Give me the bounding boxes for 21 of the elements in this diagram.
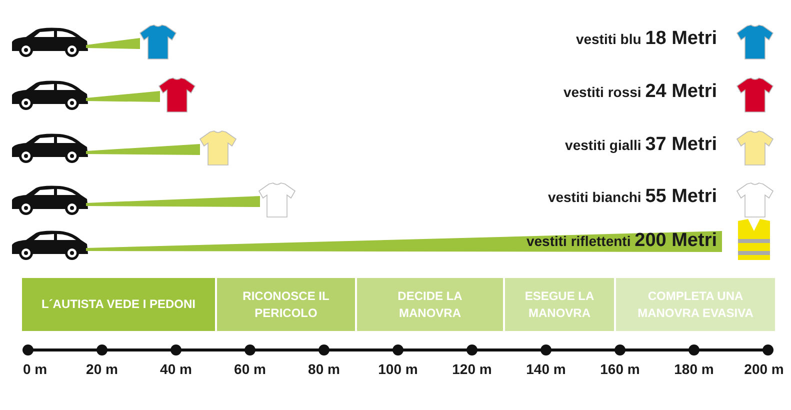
axis-tick-label: 120 m — [452, 361, 492, 377]
axis-tick-label: 180 m — [674, 361, 714, 377]
distance-label: vestiti blu 18 Metri — [576, 28, 717, 50]
phase-band: COMPLETA UNA MANOVRA EVASIVA — [616, 278, 775, 331]
distance-label: vestiti gialli 37 Metri — [565, 134, 717, 156]
axis-tick-label: 140 m — [526, 361, 566, 377]
axis-tick-label: 100 m — [378, 361, 418, 377]
distance-label: vestiti bianchi 55 Metri — [548, 186, 717, 208]
axis-tick-label: 0 m — [23, 361, 48, 377]
axis-tick-label: 20 m — [86, 361, 118, 377]
axis-tick-label: 40 m — [160, 361, 192, 377]
phase-band: L´AUTISTA VEDE I PEDONI — [22, 278, 215, 331]
distance-label: vestiti riflettenti 200 Metri — [526, 230, 717, 252]
axis-tick-label: 80 m — [308, 361, 340, 377]
axis-tick-label: 60 m — [234, 361, 266, 377]
phase-band: DECIDE LA MANOVRA — [357, 278, 503, 331]
distance-label: vestiti rossi 24 Metri — [563, 81, 717, 103]
axis-tick-label: 200 m — [744, 361, 784, 377]
phase-band: ESEGUE LA MANOVRA — [505, 278, 614, 331]
axis-tick-label: 160 m — [600, 361, 640, 377]
phase-band: RICONOSCE IL PERICOLO — [217, 278, 355, 331]
